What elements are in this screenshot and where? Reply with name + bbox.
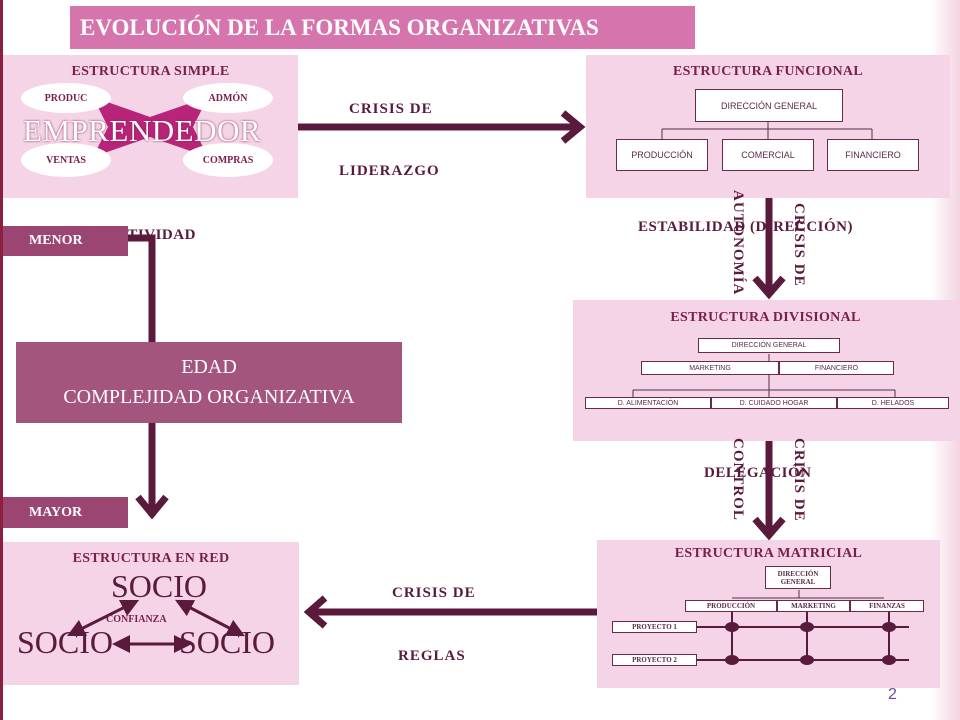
panel-estructura-funcional: ESTRUCTURA FUNCIONAL DIRECCIÓN GENERAL P… [586, 55, 950, 198]
arrowhead-matricial [752, 516, 786, 541]
axis-arrowhead [135, 494, 169, 520]
funcional-produccion: PRODUCCIÓN [616, 139, 708, 171]
ellipse-ventas: VENTAS [21, 143, 111, 177]
edad-label: EDAD [181, 356, 237, 378]
red-connectors [66, 599, 245, 653]
stage-estabilidad: ESTABILIDAD (DIRECCIÓN) [638, 219, 854, 235]
panel-title-funcional: ESTRUCTURA FUNCIONAL [673, 64, 863, 79]
page-number: 2 [888, 686, 897, 703]
panel-title-divisional: ESTRUCTURA DIVISIONAL [670, 310, 861, 325]
funcional-connectors [661, 122, 873, 139]
matricial-grid [697, 590, 909, 665]
confianza-label: CONFIANZA [106, 614, 167, 625]
left-edge-strip [0, 0, 3, 720]
divisional-marketing: MARKETING [641, 361, 779, 375]
arrowhead-funcional [560, 110, 586, 144]
ellipse-produc: PRODUC [21, 83, 111, 113]
panel-estructura-divisional: ESTRUCTURA DIVISIONAL DIRECCIÓN GENERAL … [573, 300, 958, 441]
socio-node-right: SOCIO [179, 624, 276, 660]
tag-menor: MENOR [3, 226, 128, 256]
crisis-reglas-line2: REGLAS [398, 648, 466, 664]
divisional-cuidado-hogar: D. CUIDADO HOGAR [711, 397, 837, 409]
panel-title-matricial: ESTRUCTURA MATRICIAL [674, 546, 863, 561]
stage-delegacion: DELEGACIÓN [704, 465, 812, 481]
socio-node-left: SOCIO [17, 624, 114, 660]
matricial-finanzas: FINANZAS [850, 600, 924, 612]
divisional-financiero: FINANCIERO [779, 361, 894, 375]
matricial-produccion: PRODUCCIÓN [685, 600, 777, 612]
panel-estructura-red: ESTRUCTURA EN RED SOCIO SOCIO SOCIO CONF… [3, 542, 299, 685]
slide-title: EVOLUCIÓN DE LA FORMAS ORGANIZATIVAS [70, 6, 695, 49]
complejidad-label: COMPLEJIDAD ORGANIZATIVA [63, 386, 355, 408]
arrowhead-red [303, 595, 328, 629]
divisional-alimentacion: D. ALIMENTACIÓN [585, 397, 711, 409]
divisional-helados: D. HELADOS [837, 397, 949, 409]
matricial-direccion-general: DIRECCIÓN GENERAL [765, 566, 831, 589]
socio-node-top: SOCIO [111, 568, 208, 604]
emprendedor-label: EMPRENDEDOR [23, 113, 262, 148]
divisional-direccion-general: DIRECCIÓN GENERAL [698, 338, 840, 353]
crisis-control-line2: CONTROL [730, 438, 746, 521]
crisis-autonomia-line1: CRISIS DE [791, 203, 807, 287]
ellipse-admon: ADMÓN [183, 83, 273, 113]
matricial-proyecto-1: PROYECTO 1 [612, 621, 697, 633]
matricial-proyecto-2: PROYECTO 2 [612, 654, 697, 666]
star-shape [93, 97, 208, 157]
crisis-autonomia-line2: AUTONOMÍA [730, 190, 746, 296]
crisis-control-line1: CRISIS DE [791, 438, 807, 522]
panel-title-red: ESTRUCTURA EN RED [72, 551, 230, 566]
arrowhead-divisional [752, 275, 786, 300]
matricial-marketing: MARKETING [777, 600, 850, 612]
crisis-liderazgo-line1: CRISIS DE [349, 101, 433, 117]
funcional-comercial: COMERCIAL [722, 139, 814, 171]
funcional-direccion-general: DIRECCIÓN GENERAL [695, 89, 843, 122]
edad-complejidad-box: EDAD COMPLEJIDAD ORGANIZATIVA [16, 342, 402, 423]
ellipse-compras: COMPRAS [183, 143, 273, 177]
funcional-financiero: FINANCIERO [827, 139, 919, 171]
panel-estructura-simple: ESTRUCTURA SIMPLE PRODUC ADMÓN VENTAS CO… [3, 55, 298, 198]
crisis-reglas-line1: CRISIS DE [392, 585, 476, 601]
tag-mayor: MAYOR [3, 497, 128, 528]
crisis-liderazgo-line2: LIDERAZGO [339, 163, 440, 179]
panel-title-simple: ESTRUCTURA SIMPLE [71, 64, 230, 79]
panel-estructura-matricial: ESTRUCTURA MATRICIAL DIRECCIÓN GENERAL P… [597, 540, 940, 688]
